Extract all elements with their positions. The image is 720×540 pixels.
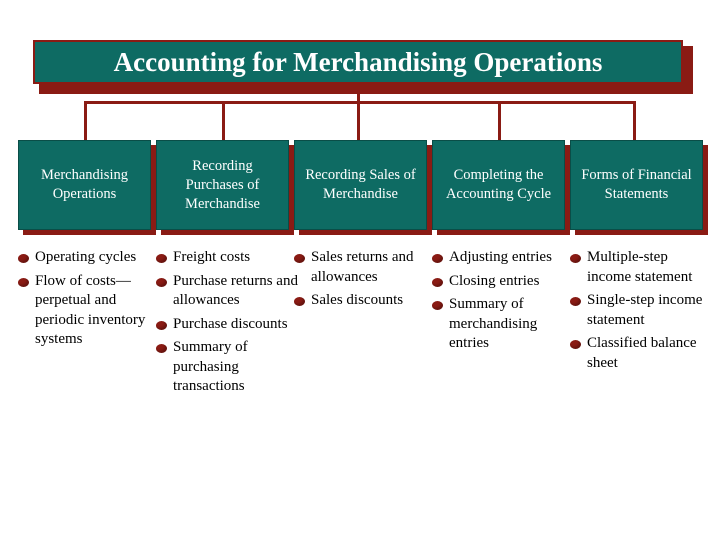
bullet-dot-icon — [570, 340, 581, 349]
list-item: Summary of purchasing transactions — [156, 338, 299, 397]
header-box: Recording Purchases of Merchandise — [156, 140, 289, 230]
bullet-label: Adjusting entries — [449, 249, 552, 265]
column-recording-sales: Recording Sales of Merchandise Sales ret… — [294, 140, 432, 315]
bullet-label: Classified balance sheet — [587, 335, 697, 371]
bullet-dot-icon — [294, 297, 305, 306]
bullet-label: Freight costs — [173, 249, 251, 265]
column-forms-financial-statements: Forms of Financial Statements Multiple-s… — [570, 140, 708, 377]
connector-drop-3 — [357, 101, 360, 140]
column-header: Completing the Accounting Cycle — [432, 140, 570, 235]
bullet-dot-icon — [432, 301, 443, 310]
column-header: Recording Purchases of Merchandise — [156, 140, 294, 235]
header-box: Completing the Accounting Cycle — [432, 140, 565, 230]
title-box: Accounting for Merchandising Operations — [33, 40, 683, 84]
title-banner: Accounting for Merchandising Operations — [33, 40, 693, 94]
list-item: Single-step income statement — [570, 291, 713, 330]
list-item: Sales returns and allowances — [294, 248, 437, 287]
bullet-dot-icon — [156, 254, 167, 263]
bullet-dot-icon — [432, 254, 443, 263]
connector-drop-1 — [84, 101, 87, 140]
column-heading: Recording Sales of Merchandise — [305, 167, 416, 202]
connector-drop-4 — [498, 101, 501, 140]
column-heading: Recording Purchases of Merchandise — [185, 157, 260, 212]
bullet-dot-icon — [156, 320, 167, 330]
list-item: Classified balance sheet — [570, 334, 713, 373]
list-item: Adjusting entries — [432, 248, 575, 268]
bullet-dot-icon — [294, 254, 305, 263]
header-box: Merchandising Operations — [18, 140, 151, 230]
bullet-dot-icon — [156, 277, 167, 287]
header-box: Recording Sales of Merchandise — [294, 140, 427, 230]
list-item: Summary of merchandising entries — [432, 295, 575, 354]
bullet-list: Adjusting entries Closing entries Summar… — [432, 248, 575, 354]
list-item: Freight costs — [156, 248, 299, 268]
connector-drop-2 — [222, 101, 225, 140]
bullet-list: Multiple-step income statement Single-st… — [570, 248, 713, 373]
list-item: Flow of costs—perpetual and periodic inv… — [18, 272, 161, 350]
column-heading: Merchandising Operations — [41, 167, 128, 202]
bullet-label: Summary of purchasing transactions — [173, 339, 248, 394]
column-merchandising-operations: Merchandising Operations Operating cycle… — [18, 140, 156, 354]
bullet-label: Closing entries — [449, 272, 540, 289]
bullet-dot-icon — [156, 344, 167, 353]
bullet-dot-icon — [570, 254, 581, 263]
bullet-label: Operating cycles — [35, 249, 137, 265]
list-item: Purchase returns and allowances — [156, 272, 299, 311]
bullet-dot-icon — [570, 297, 581, 306]
bullet-label: Sales discounts — [311, 292, 404, 308]
bullet-label: Single-step income statement — [587, 292, 703, 328]
column-heading: Forms of Financial Statements — [581, 167, 692, 202]
bullet-dot-icon — [18, 254, 29, 263]
bullet-list: Operating cycles Flow of costs—perpetual… — [18, 248, 161, 350]
list-item: Operating cycles — [18, 248, 161, 268]
column-recording-purchases: Recording Purchases of Merchandise Freig… — [156, 140, 298, 401]
bullet-list: Sales returns and allowances Sales disco… — [294, 248, 437, 311]
bullet-list: Freight costs Purchase returns and allow… — [156, 248, 299, 397]
column-header: Recording Sales of Merchandise — [294, 140, 432, 235]
bullet-label: Purchase discounts — [173, 315, 288, 332]
column-header: Merchandising Operations — [18, 140, 156, 235]
bullet-label: Flow of costs—perpetual and periodic inv… — [35, 272, 146, 348]
list-item: Closing entries — [432, 272, 575, 292]
connector-stem — [357, 90, 360, 102]
column-completing-accounting-cycle: Completing the Accounting Cycle Adjustin… — [432, 140, 570, 358]
connector-bus — [84, 101, 636, 104]
column-header: Forms of Financial Statements — [570, 140, 708, 235]
bullet-label: Summary of merchandising entries — [449, 296, 538, 351]
list-item: Sales discounts — [294, 291, 437, 311]
columns-container: Merchandising Operations Operating cycle… — [0, 140, 720, 540]
bullet-label: Multiple-step income statement — [587, 249, 693, 285]
page-title: Accounting for Merchandising Operations — [113, 46, 603, 77]
bullet-dot-icon — [432, 277, 443, 287]
bullet-dot-icon — [18, 277, 29, 287]
connector-drop-5 — [633, 101, 636, 140]
column-heading: Completing the Accounting Cycle — [445, 167, 552, 202]
list-item: Purchase discounts — [156, 315, 299, 335]
header-box: Forms of Financial Statements — [570, 140, 703, 230]
bullet-label: Sales returns and allowances — [311, 249, 414, 285]
list-item: Multiple-step income statement — [570, 248, 713, 287]
bullet-label: Purchase returns and allowances — [173, 272, 298, 309]
